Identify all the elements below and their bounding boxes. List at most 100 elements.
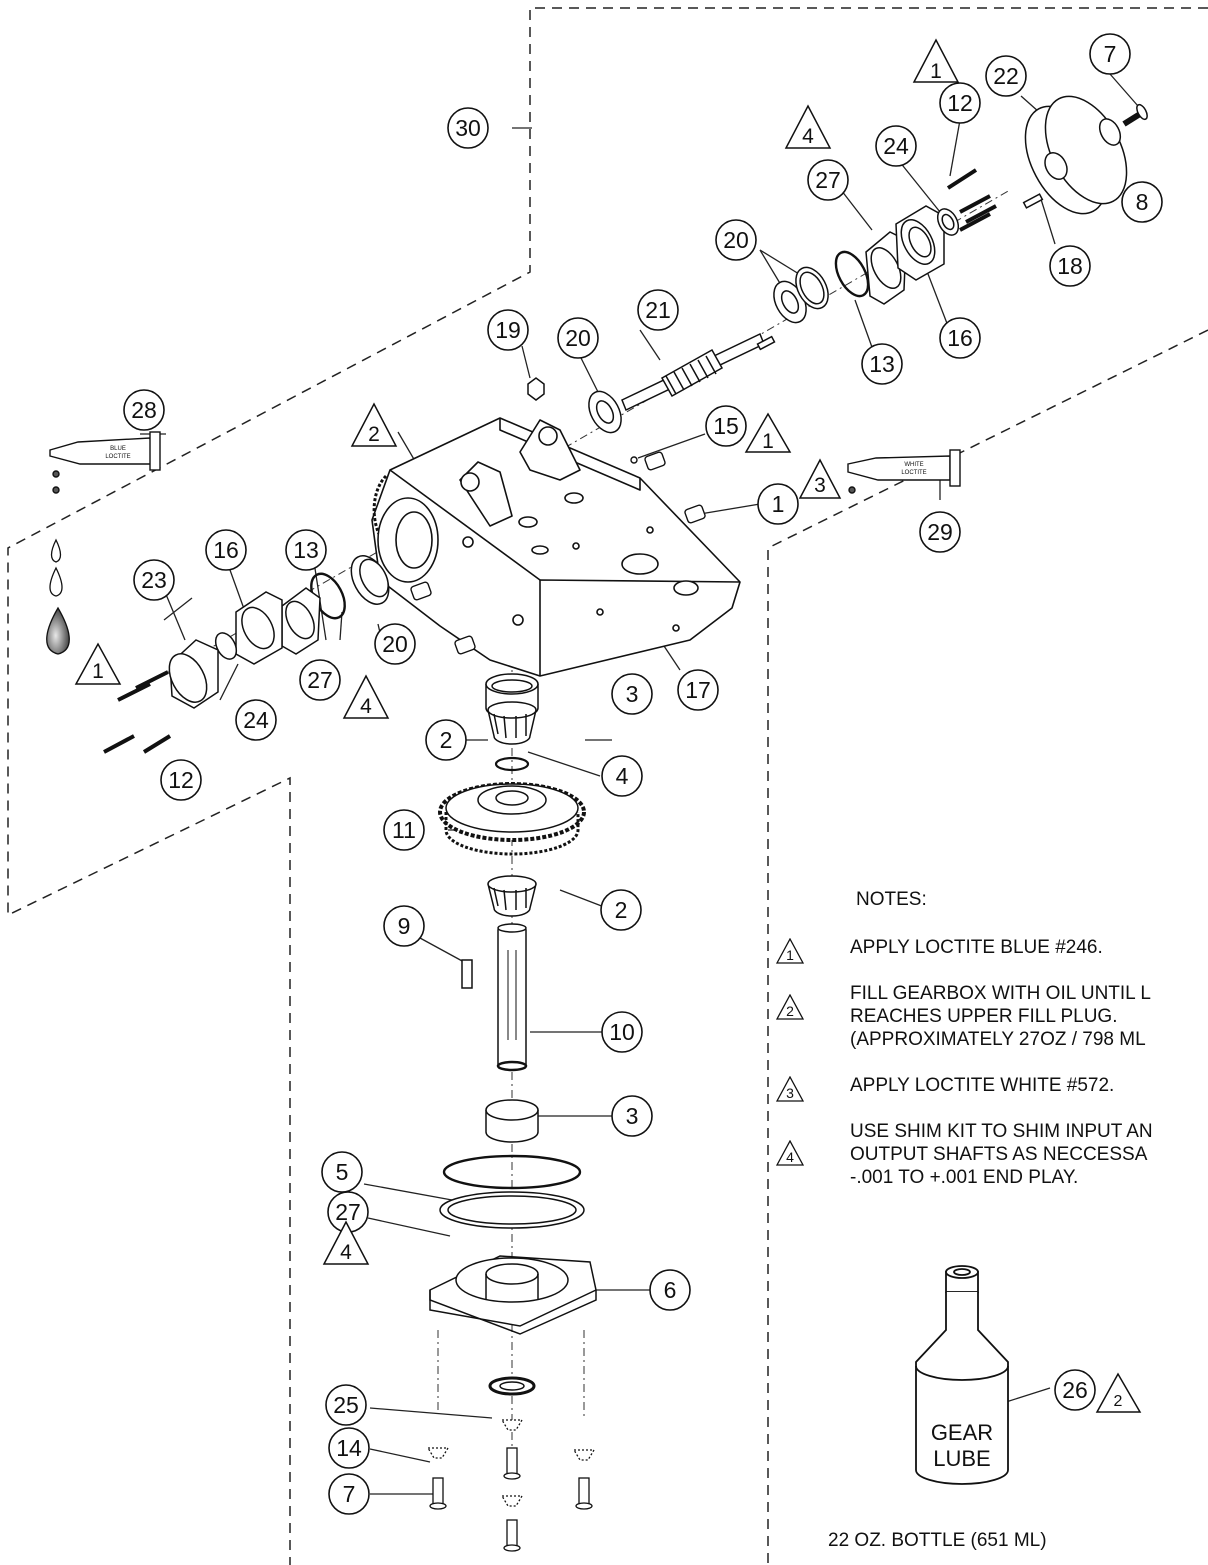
svg-text:24: 24 [243,707,269,733]
note-1-triangle: 1 [776,938,804,964]
callout-3-lower: 3 [611,1095,653,1137]
assembly-boundary [7,7,1208,1565]
svg-text:24: 24 [883,133,909,159]
svg-text:26: 26 [1062,1377,1088,1403]
input-shaft-assembly [527,95,1148,434]
white-loctite-tube: WHITE LOCTITE [847,449,961,494]
svg-text:25: 25 [333,1392,359,1418]
callout-11: 11 [383,809,425,851]
callout-6: 6 [649,1269,691,1311]
note-marker-4-lower: 4 [322,1220,370,1265]
callout-30: 30 [447,107,489,149]
svg-text:1: 1 [762,430,774,453]
callout-13-lower: 13 [285,529,327,571]
note-marker-1-top: 1 [912,38,960,83]
callout-27-left: 27 [299,659,341,701]
note-marker-2-housing: 2 [350,402,398,447]
feet-hardware [426,1419,596,1552]
svg-text:12: 12 [168,767,194,793]
svg-text:14: 14 [336,1435,362,1461]
callout-19: 19 [487,309,529,351]
callout-17: 17 [677,669,719,711]
svg-text:9: 9 [398,913,411,939]
white-tube-label-2: LOCTITE [901,470,926,476]
callout-4: 4 [601,755,643,797]
svg-text:27: 27 [307,667,333,693]
svg-text:2: 2 [368,423,380,446]
bottle-label-2: LUBE [933,1446,990,1471]
gear-lube-bottle: GEAR LUBE [915,1265,1009,1485]
callout-18: 18 [1049,245,1091,287]
note-2-line-3: (APPROXIMATELY 27OZ / 798 ML [850,1029,1146,1050]
note-4-triangle: 4 [776,1140,804,1166]
svg-text:1: 1 [772,491,785,517]
callout-12-lower: 12 [160,759,202,801]
svg-text:13: 13 [293,537,319,563]
svg-text:22: 22 [993,63,1019,89]
note-marker-4-left: 4 [342,674,390,719]
note-3-triangle: 3 [776,1076,804,1102]
callout-2-lower: 2 [600,889,642,931]
notes-title: NOTES: [856,889,927,910]
bottle-label-1: GEAR [931,1420,993,1445]
svg-text:1: 1 [930,60,942,83]
callout-10: 10 [601,1011,643,1053]
svg-text:13: 13 [869,351,895,377]
svg-text:2: 2 [786,1003,794,1019]
svg-text:16: 16 [947,325,973,351]
svg-text:8: 8 [1136,189,1149,215]
note-marker-2-bottle: 2 [1095,1372,1142,1413]
svg-text:21: 21 [645,297,671,323]
callout-29: 29 [919,511,961,553]
callout-7-top: 7 [1089,33,1131,75]
svg-text:20: 20 [565,325,591,351]
svg-text:3: 3 [626,1103,639,1129]
bottle-caption: 22 OZ. BOTTLE (651 ML) [828,1530,1047,1551]
svg-text:6: 6 [664,1277,677,1303]
callout-7-bottom: 7 [328,1473,370,1515]
fill-plugs [410,451,706,655]
svg-text:4: 4 [786,1149,794,1165]
callout-27-upper: 27 [807,159,849,201]
callout-15: 15 [705,405,747,447]
svg-text:3: 3 [814,474,826,497]
callout-1: 1 [757,483,799,525]
callout-22: 22 [985,55,1027,97]
note-markers: 1 1 1 2 2 3 4 4 4 [74,38,1142,1413]
callout-5: 5 [321,1151,363,1193]
svg-text:28: 28 [131,397,157,423]
svg-text:4: 4 [616,763,629,789]
note-marker-1-left: 1 [74,642,122,685]
callout-21: 21 [637,289,679,331]
callout-9: 9 [383,905,425,947]
svg-text:18: 18 [1057,253,1083,279]
callout-20-c: 20 [374,623,416,665]
svg-text:2: 2 [615,897,628,923]
note-1-line-1: APPLY LOCTITE BLUE #246. [850,937,1103,958]
blue-tube-label-2: LOCTITE [105,454,130,460]
oil-drops [46,538,70,655]
svg-text:3: 3 [786,1085,794,1101]
callout-20-b: 20 [557,317,599,359]
note-2-line-2: REACHES UPPER FILL PLUG. [850,1006,1118,1027]
svg-text:2: 2 [440,727,453,753]
svg-text:19: 19 [495,317,521,343]
left-cap-assembly [103,555,390,754]
callout-8: 8 [1121,181,1163,223]
callout-28: 28 [123,389,165,431]
callout-13-upper: 13 [861,343,903,385]
callout-12-upper: 12 [939,82,981,124]
callout-27-lower: 27 [327,1191,369,1233]
svg-text:7: 7 [1104,41,1117,67]
svg-text:3: 3 [626,681,639,707]
svg-text:27: 27 [335,1199,361,1225]
gearbox-housing [371,417,741,677]
note-marker-4-top: 4 [784,104,832,149]
svg-text:15: 15 [713,413,739,439]
blue-tube-label-1: BLUE [110,446,126,452]
svg-text:10: 10 [609,1019,635,1045]
note-marker-3-tube: 3 [798,458,842,499]
callout-26: 26 [1054,1369,1096,1411]
note-4-line-2: OUTPUT SHAFTS AS NECCESSA [850,1144,1148,1165]
